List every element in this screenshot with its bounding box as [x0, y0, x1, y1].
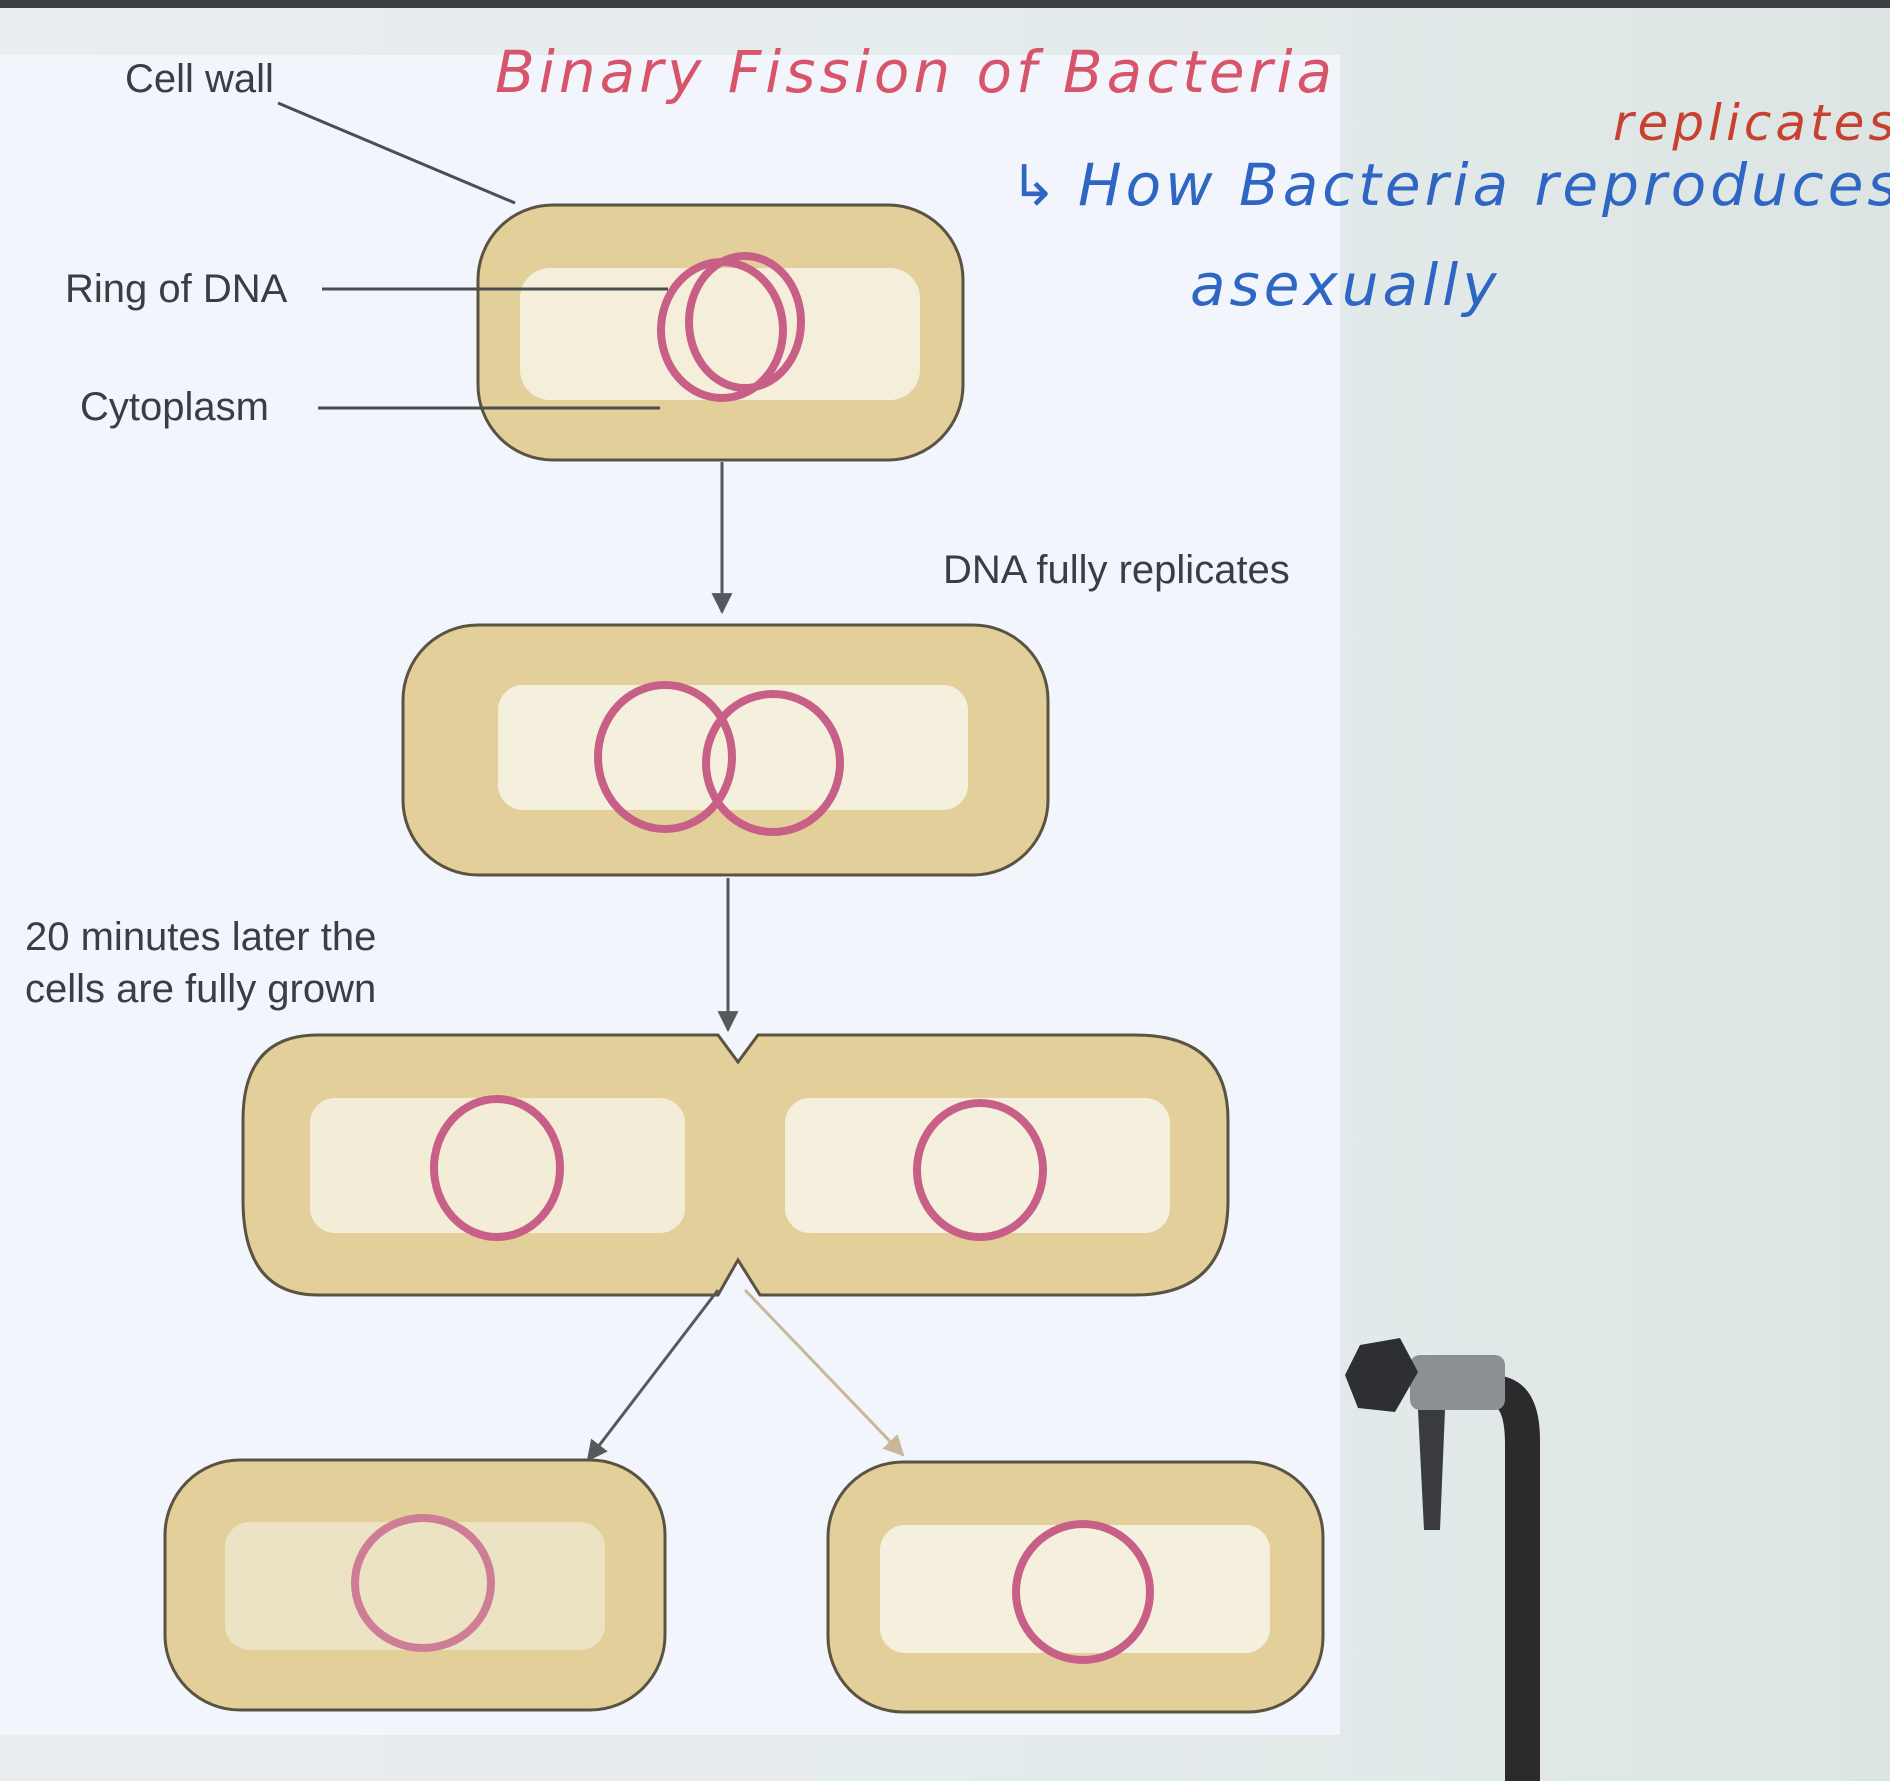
dna-ring — [351, 1514, 495, 1652]
label-ring-of-dna: Ring of DNA — [65, 267, 288, 311]
cell-original — [476, 203, 965, 462]
cytoplasm-area-left — [310, 1098, 685, 1233]
projector-arm — [1490, 1375, 1540, 1781]
handwritten-subtitle-arrow: ↳ — [1010, 154, 1061, 219]
mount-clamp — [1410, 1355, 1505, 1410]
arrow-split-left — [586, 1289, 720, 1462]
projector-mount — [1345, 1338, 1540, 1781]
dna-ring-left — [430, 1095, 564, 1241]
dna-ring — [685, 252, 805, 392]
dna-ring-right — [913, 1099, 1047, 1241]
daughter-cell-left — [163, 1458, 667, 1712]
arrow-split-right — [743, 1288, 905, 1457]
mount-knob — [1345, 1338, 1418, 1412]
label-cell-wall: Cell wall — [125, 57, 274, 101]
label-dna-fully-replicates: DNA fully replicates — [943, 548, 1290, 592]
handwritten-title: Binary Fission of Bacteria — [495, 38, 1336, 106]
handwritten-subtitle-line2: asexually — [1190, 251, 1501, 319]
label-twenty-minutes-line1: 20 minutes later the — [25, 915, 376, 959]
cytoplasm-area-right — [785, 1098, 1170, 1233]
cell-replicated — [401, 623, 1050, 877]
top-frame-edge — [0, 0, 1890, 8]
dna-ring-right — [702, 690, 844, 836]
cytoplasm-area — [880, 1525, 1270, 1653]
dna-ring — [1012, 1520, 1154, 1664]
label-cytoplasm: Cytoplasm — [80, 385, 269, 429]
cytoplasm-area — [520, 268, 920, 400]
label-twenty-minutes-line2: cells are fully grown — [25, 967, 376, 1011]
dna-ring-left — [594, 681, 736, 833]
cell-dividing — [241, 1033, 1230, 1297]
handwritten-correction: replicates — [1613, 94, 1890, 152]
cell-wall-pointer — [277, 101, 516, 205]
mount-bracket — [1418, 1410, 1445, 1530]
dna-ring-replicating — [657, 258, 787, 402]
handwritten-subtitle: How Bacteria reproduces — [1078, 151, 1890, 219]
daughter-cell-right — [826, 1460, 1325, 1714]
cytoplasm-area — [225, 1522, 605, 1650]
